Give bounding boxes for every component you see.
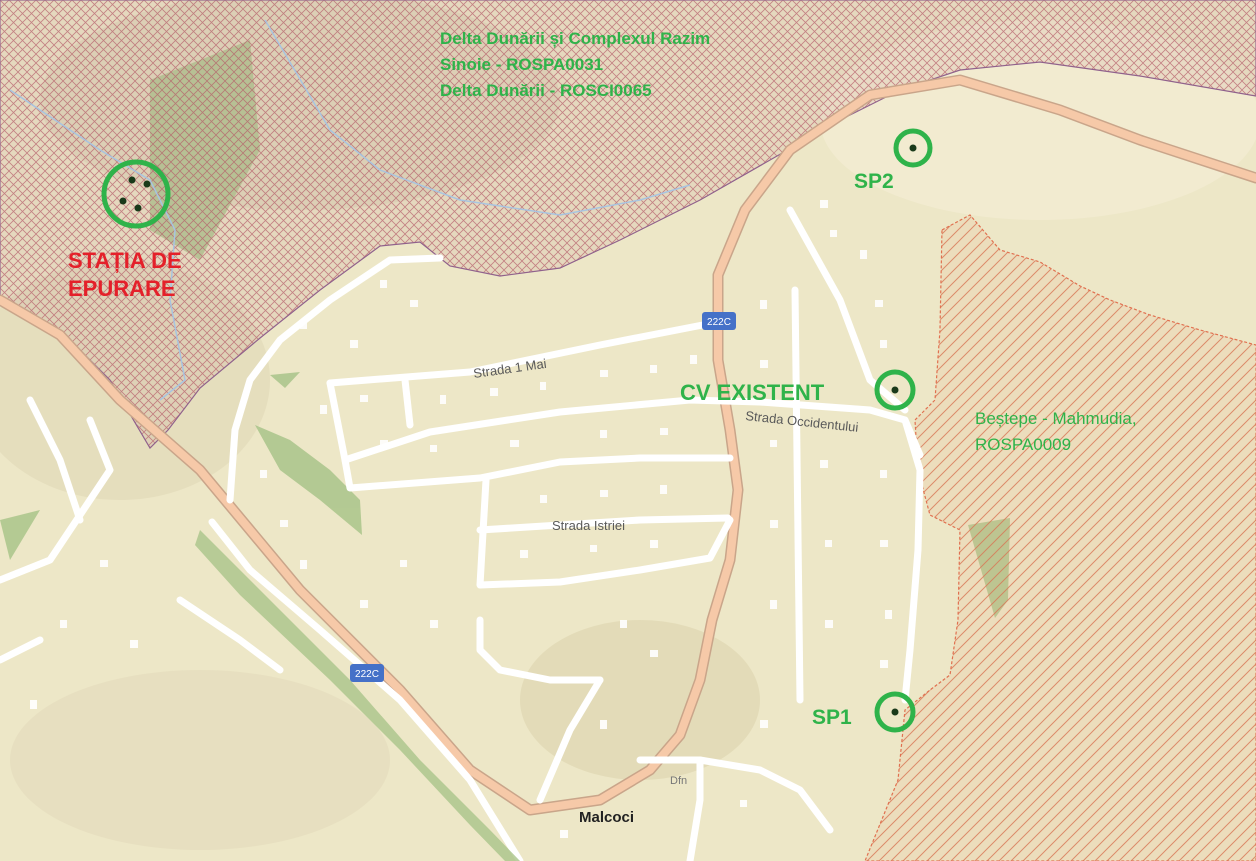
delta-tint xyxy=(0,0,1256,448)
road-shield-north: 222C xyxy=(702,312,736,330)
svg-text:EPURARE: EPURARE xyxy=(68,276,176,301)
svg-text:222C: 222C xyxy=(355,669,379,680)
label-treatment-plant: STAȚIA DE EPURARE xyxy=(68,248,182,301)
marker-sp1[interactable] xyxy=(874,691,916,733)
svg-text:STAȚIA DE: STAȚIA DE xyxy=(68,248,182,273)
svg-text:Delta Dunării și Complexul Raz: Delta Dunării și Complexul Razim xyxy=(440,29,710,48)
place-label-dfn: Dfn xyxy=(670,775,687,787)
svg-text:ROSPA0009: ROSPA0009 xyxy=(975,435,1071,454)
place-label-malcoci: Malcoci xyxy=(579,809,634,826)
green-road-verge xyxy=(195,530,520,861)
label-danube-delta: Delta Dunării și Complexul Razim Sinoie … xyxy=(440,29,710,100)
svg-text:222C: 222C xyxy=(707,317,731,328)
streams xyxy=(9,19,691,401)
street-label-istriei: Strada Istriei xyxy=(552,518,625,533)
marker-cv-existent[interactable] xyxy=(874,369,916,411)
marker-treatment-plant[interactable] xyxy=(101,159,171,229)
label-cv-existent: CV EXISTENT xyxy=(680,380,825,405)
label-sp1: SP1 xyxy=(812,706,852,729)
road-shield-south: 222C xyxy=(350,664,384,682)
minor-streets xyxy=(0,206,924,861)
svg-text:Sinoie - ROSPA0031: Sinoie - ROSPA0031 xyxy=(440,55,603,74)
main-roads xyxy=(0,74,1256,816)
label-bestepe: Beștepe - Mahmudia, ROSPA0009 xyxy=(975,409,1137,454)
label-sp2: SP2 xyxy=(854,170,894,193)
svg-text:Beștepe - Mahmudia,: Beștepe - Mahmudia, xyxy=(975,409,1137,428)
protected-area-danube-delta[interactable] xyxy=(0,0,1256,449)
building-footprints xyxy=(30,200,892,838)
marker-sp2[interactable] xyxy=(893,128,933,168)
bestepe-tint xyxy=(865,215,1256,861)
svg-text:Delta Dunării - ROSCI0065: Delta Dunării - ROSCI0065 xyxy=(440,81,652,100)
